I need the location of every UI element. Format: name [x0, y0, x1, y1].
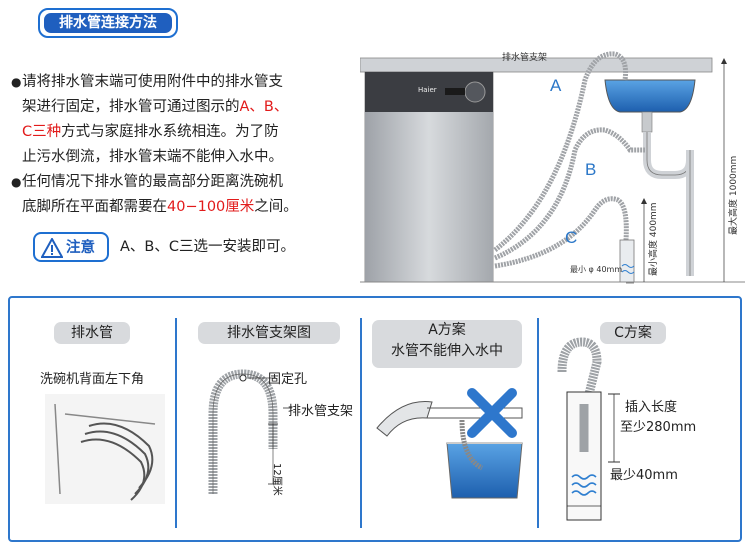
- section-title-bracket: 排水管支架图: [198, 322, 340, 344]
- drain-hose-a: [493, 51, 628, 252]
- instruction-line: 任何情况下排水管的最高部分距离洗碗机: [22, 174, 283, 190]
- hose-bracket-label: 排水管支架: [502, 53, 548, 63]
- instruction-line: C三种方式与家庭排水系统相连。为了防: [22, 124, 279, 140]
- panel-divider: [360, 318, 362, 528]
- panel-divider: [175, 318, 177, 528]
- instruction-line: 架进行固定，排水管可通过图示的A、B、: [22, 99, 289, 115]
- insert-length-label: 插入长度: [625, 400, 678, 415]
- notice-label: 注意: [66, 240, 95, 256]
- bracket-length-label: 12厘米: [271, 463, 282, 496]
- highlight-height-range: 40−100厘米: [167, 199, 255, 215]
- drain-hose-c: [494, 196, 629, 269]
- instruction-line: 底脚所在平面都需要在40−100厘米之间。: [22, 199, 298, 215]
- section-title-option-a: A方案 水管不能伸入水中: [372, 320, 522, 368]
- section-caption: 洗碗机背面左下角: [40, 372, 145, 387]
- bracket-label: 排水管支架: [288, 404, 354, 419]
- bullet-icon: ●: [11, 75, 22, 89]
- insert-length-value: 至少280mm: [620, 420, 697, 435]
- dishwasher-knob: [464, 81, 486, 103]
- section-title-drain-hose: 排水管: [54, 322, 130, 344]
- min-height-label: 最小高度 400mm: [649, 202, 659, 276]
- sink-basin: [604, 79, 696, 113]
- warning-icon: [41, 238, 63, 258]
- detail-panel: 排水管 洗碗机背面左下角 排水管支架图 固定孔 排水管支架 12厘米 A方案 水…: [8, 296, 742, 542]
- brand-logo: Haier: [418, 86, 437, 94]
- panel-divider: [537, 318, 539, 528]
- instruction-line: 请将排水管末端可使用附件中的排水管支: [22, 74, 283, 90]
- bullet-icon: ●: [11, 175, 22, 189]
- min-width-label: 最少40mm: [610, 468, 678, 483]
- option-c-label: C: [565, 228, 578, 247]
- instruction-paragraph-2: ● 任何情况下排水管的最高部分距离洗碗机 底脚所在平面都需要在40−100厘米之…: [11, 170, 298, 220]
- instruction-paragraph-1: ● 请将排水管末端可使用附件中的排水管支 架进行固定，排水管可通过图示的A、B、…: [11, 70, 289, 170]
- option-c-illustration: [557, 337, 620, 521]
- highlight-options: A、B、: [239, 99, 289, 115]
- option-a-warning-illustration: [376, 388, 523, 499]
- option-b-label: B: [585, 160, 597, 179]
- min-diameter-label: 最小 φ 40mm: [570, 265, 623, 274]
- section-title: 排水管连接方法: [44, 13, 172, 33]
- cross-icon: [467, 388, 517, 438]
- fixing-hole-label: 固定孔: [268, 372, 308, 387]
- section-title-badge: 排水管连接方法: [38, 8, 178, 38]
- section-title-option-c: C方案: [600, 322, 666, 344]
- notice-text: A、B、C三选一安装即可。: [120, 239, 295, 255]
- notice-badge: 注意: [33, 232, 109, 262]
- standpipe: [619, 239, 635, 283]
- drain-hose-b: [494, 127, 645, 261]
- bracket-illustration: [208, 369, 292, 494]
- instruction-line: 止污水倒流，排水管末端不能伸入水中。: [22, 149, 283, 165]
- drain-hose-photo: [45, 394, 165, 504]
- highlight-options: C三种: [22, 124, 62, 140]
- installation-diagram: 排水管支架 Haier A B C 最大高度 1000mm 最小高度 400mm…: [360, 40, 750, 290]
- option-a-label: A: [550, 76, 562, 95]
- max-height-label: 最大高度 1000mm: [729, 155, 739, 235]
